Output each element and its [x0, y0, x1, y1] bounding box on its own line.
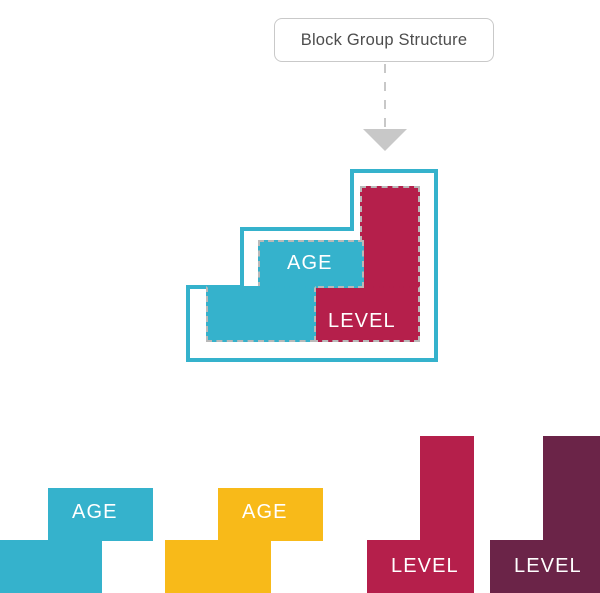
- arrow-shaft: [384, 64, 386, 130]
- page-title: Block Group Structure: [300, 30, 468, 49]
- block-variant-age-cyan-bottom: [0, 540, 102, 593]
- structure-block-age-foot: [206, 286, 316, 342]
- arrow-head: [363, 129, 407, 151]
- block-variant-age-yellow[interactable]: AGE: [165, 488, 325, 593]
- block-variant-level-crimson-foot: [367, 540, 474, 593]
- structure-block-level-foot: [312, 286, 420, 342]
- structure-block-age-label: AGE: [287, 252, 333, 274]
- block-variant-level-plum[interactable]: LEVEL: [490, 436, 600, 593]
- block-variant-level-plum-foot: [490, 540, 600, 593]
- dashed-down-arrow-icon: [363, 64, 407, 152]
- block-variant-age-cyan[interactable]: AGE: [0, 488, 156, 593]
- block-group-structure: LEVEL AGE: [186, 168, 438, 362]
- page-title-pill: Block Group Structure: [274, 18, 494, 62]
- structure-block-age-bar: [258, 240, 364, 288]
- block-variant-age-yellow-bottom: [165, 540, 271, 593]
- block-variant-level-crimson[interactable]: LEVEL: [367, 436, 474, 593]
- block-variant-level-plum-label: LEVEL: [514, 555, 582, 577]
- block-variant-level-crimson-label: LEVEL: [391, 555, 459, 577]
- block-variant-age-cyan-top: [48, 488, 153, 541]
- block-variant-age-yellow-top: [218, 488, 323, 541]
- block-variant-age-cyan-label: AGE: [72, 501, 118, 523]
- structure-block-level-label: LEVEL: [328, 310, 396, 332]
- block-variant-age-yellow-label: AGE: [242, 501, 288, 523]
